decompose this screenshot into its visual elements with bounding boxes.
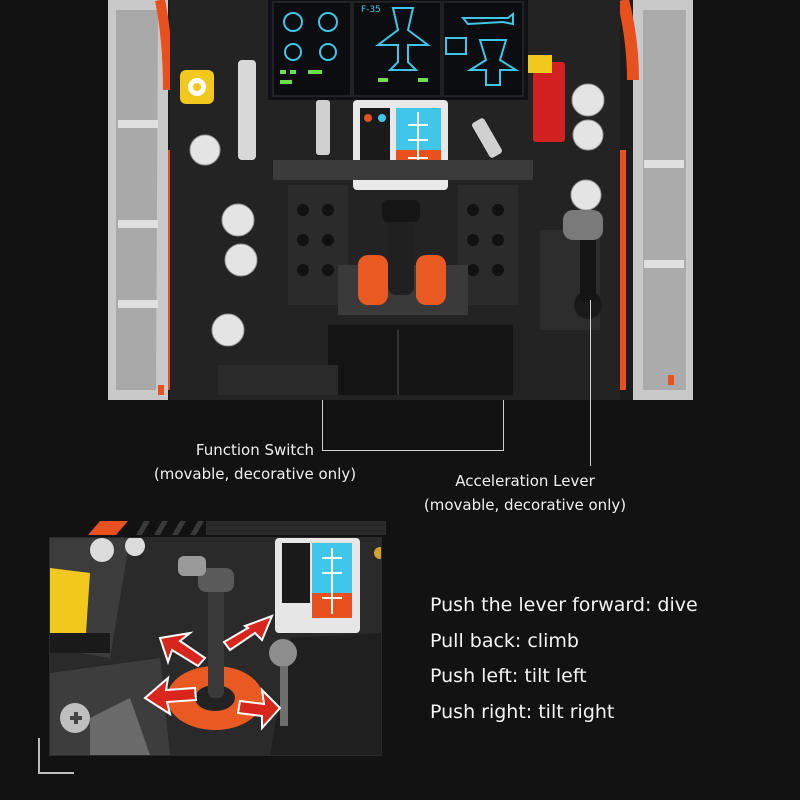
- function-switch-title: Function Switch: [195, 441, 315, 459]
- acceleration-lever-leader: [590, 300, 591, 466]
- decorative-corner-bracket: [38, 738, 74, 774]
- function-switch-callout: Function Switch (movable, decorative onl…: [140, 438, 370, 486]
- hud-model-label: F-35: [361, 5, 381, 15]
- joystick-instructions: Push the lever forward: dive Pull back: …: [430, 588, 780, 730]
- cockpit-photo: F-35: [108, 0, 693, 400]
- acceleration-lever-callout: Acceleration Lever (movable, decorative …: [410, 469, 640, 517]
- function-switch-note: (movable, decorative only): [153, 465, 357, 483]
- instruction-right: Push right: tilt right: [430, 700, 615, 723]
- acceleration-lever-title: Acceleration Lever: [455, 472, 595, 490]
- instruction-back: Pull back: climb: [430, 629, 579, 652]
- joystick-closeup-photo: [49, 537, 382, 756]
- function-switch-leader-horizontal: [322, 450, 504, 451]
- decorative-stripe: [88, 521, 386, 535]
- function-switch-leader-vertical: [322, 400, 323, 450]
- acceleration-lever-note: (movable, decorative only): [423, 496, 627, 514]
- instruction-left: Push left: tilt left: [430, 665, 587, 687]
- instruction-forward: Push the lever forward: dive: [430, 594, 698, 616]
- function-switch-leader-right: [503, 400, 504, 451]
